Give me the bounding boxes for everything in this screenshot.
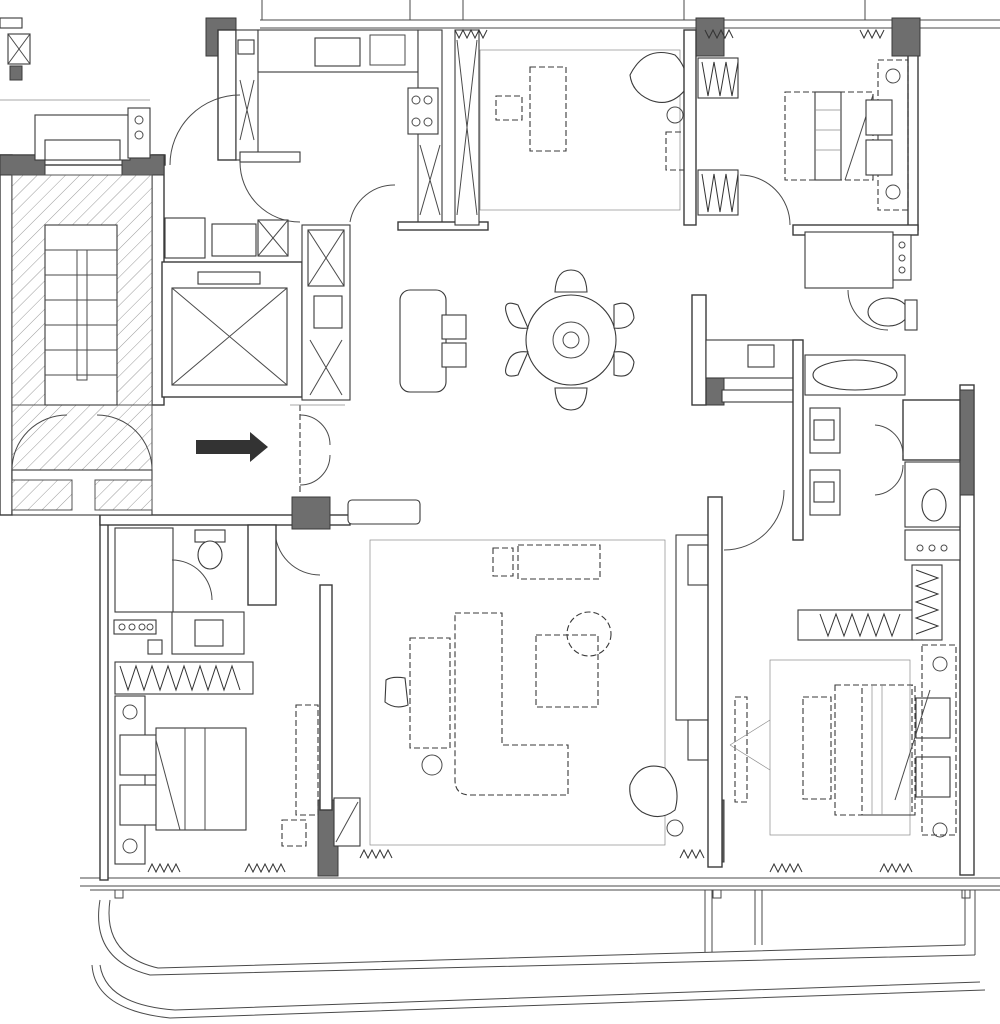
lift-lobby	[0, 17, 151, 161]
master-bedroom	[739, 59, 909, 226]
balcony	[90, 889, 1000, 1019]
bedroom-southwest	[114, 661, 254, 865]
bathroom-southwest	[113, 524, 321, 655]
ensuite-bath	[691, 224, 961, 541]
kitchen	[169, 29, 489, 231]
dining-table-icon	[505, 269, 635, 411]
utility-room	[164, 217, 351, 401]
window-coils	[147, 0, 913, 874]
study	[454, 29, 739, 226]
elevator	[161, 261, 303, 398]
entrance-door	[290, 404, 345, 495]
dining	[399, 269, 635, 411]
entry-arrow-icon	[196, 432, 268, 462]
living-room	[281, 499, 711, 847]
guest-bedroom	[707, 489, 961, 868]
stairwell	[11, 174, 153, 516]
